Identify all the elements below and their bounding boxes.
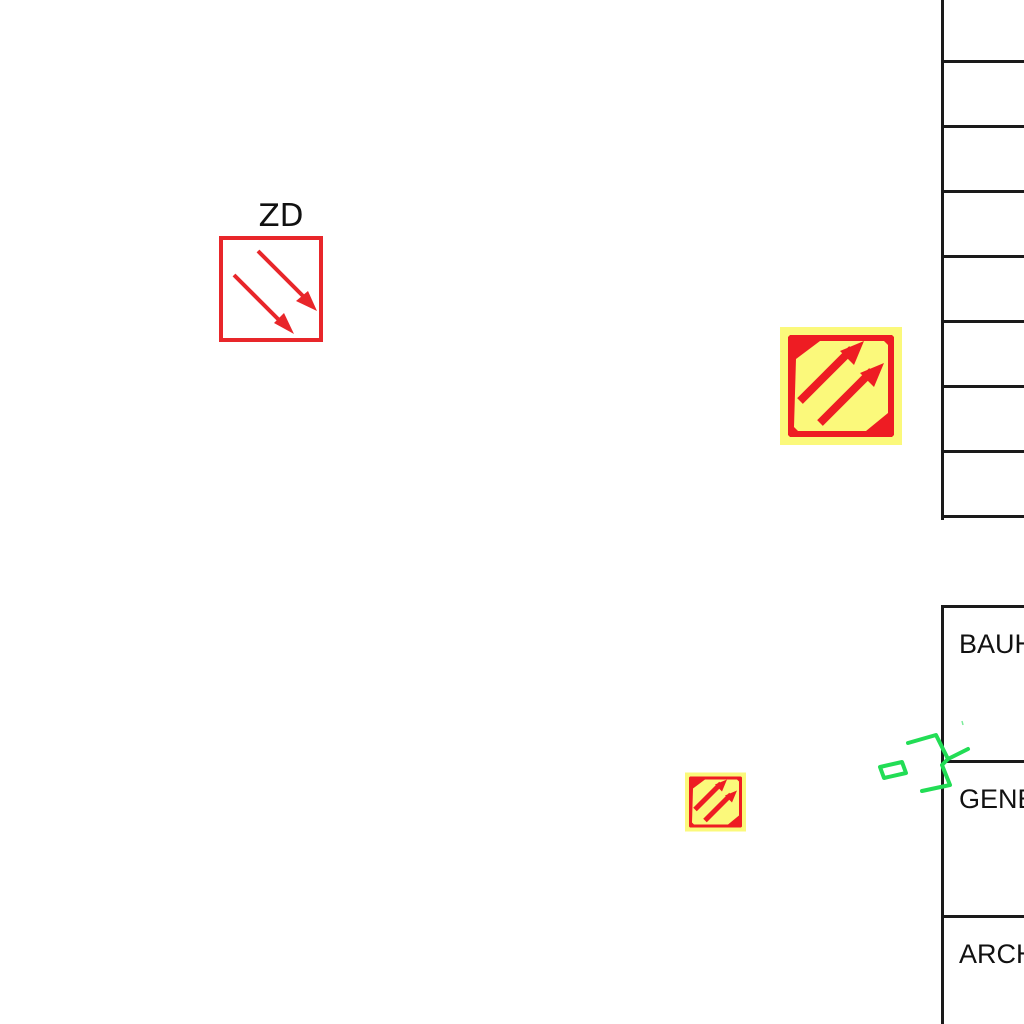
legend-row — [944, 63, 1024, 128]
title-block: BAUH GENE ARCH — [941, 605, 1024, 1024]
zd-arrows-icon — [219, 236, 323, 342]
title-block-row-architekt: ARCH — [944, 918, 1024, 1024]
title-block-row-generalplaner: GENE — [944, 763, 1024, 918]
zd-label: ZD — [258, 198, 304, 234]
legend-row — [944, 453, 1024, 518]
escape-direction-sign-icon — [780, 327, 902, 445]
escape-direction-sign-small-icon — [685, 772, 746, 832]
legend-row — [944, 128, 1024, 193]
title-block-label: ARCH — [959, 939, 1024, 969]
legend-row — [944, 323, 1024, 388]
green-markup-annotation — [878, 720, 970, 793]
legend-table — [941, 0, 1024, 520]
legend-row — [944, 193, 1024, 258]
legend-row — [944, 0, 1024, 63]
title-block-label: GENE — [959, 784, 1024, 814]
legend-row — [944, 388, 1024, 453]
title-block-row-bauherr: BAUH — [944, 608, 1024, 763]
legend-row — [944, 258, 1024, 323]
title-block-label: BAUH — [959, 629, 1024, 659]
